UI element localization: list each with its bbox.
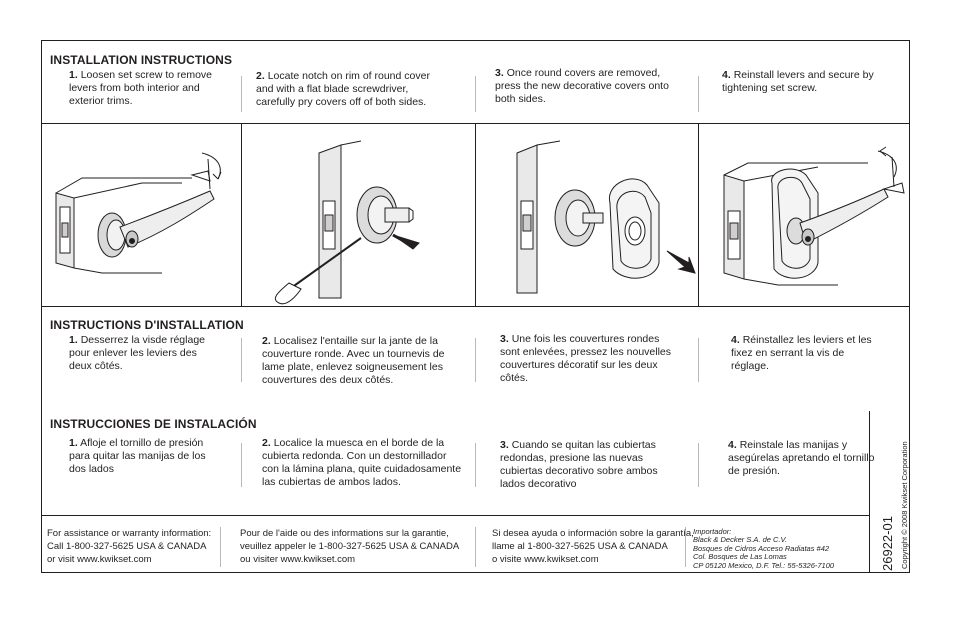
divider-line [42,306,909,307]
section-title-spanish: INSTRUCCIONES DE INSTALACIÓN [50,417,257,431]
step-1-spanish: 1. Afloje el tornillo de presión para qu… [69,437,206,475]
step-3-english: 3. Once round covers are removed, press … [495,67,669,105]
step-2-spanish: 2. Localice la muesca en el borde de la … [262,437,462,488]
importer-info: Importador: Black & Decker S.A. de C.V. … [693,527,835,570]
panel-divider [698,123,699,306]
step-1-english: 1. Loosen set screw to remove levers fro… [69,69,212,107]
press-cover-illustration [475,123,698,306]
pry-cover-illustration [241,123,475,306]
instruction-sheet: INSTALLATION INSTRUCTIONS 1. Loosen set … [41,40,910,573]
section-title-french: INSTRUCTIONS D'INSTALLATION [50,318,244,332]
step-divider [698,338,699,382]
panel-divider [475,123,476,306]
step-divider [475,76,476,112]
step-divider [241,76,242,112]
side-divider [869,411,870,573]
reinstall-lever-illustration [698,123,911,306]
footer-divider-line [42,515,869,516]
panel-divider [241,123,242,306]
step-divider [475,443,476,487]
step-divider [241,443,242,487]
step-4-french: 4. Réinstallez les leviers et les fixez … [731,334,872,372]
footer-french: Pour de l'aide ou des informations sur l… [240,528,460,565]
footer-english: For assistance or warranty information: … [47,528,212,565]
document-number: 26922-01 [880,516,895,571]
footer-divider [220,527,221,567]
step-3-french: 3. Une fois les couvertures rondes sont … [500,333,672,384]
section-title-english: INSTALLATION INSTRUCTIONS [50,53,233,67]
step-divider [698,443,699,487]
footer-spanish: Si desea ayuda o información sobre la ga… [492,528,694,565]
step-3-spanish: 3. Cuando se quitan las cubiertas redond… [500,439,658,490]
step-1-french: 1. Desserrez la visde réglage pour enlev… [69,334,205,372]
step-divider [698,76,699,112]
remove-lever-illustration [42,123,241,306]
step-divider [241,338,242,382]
step-2-english: 2. Locate notch on rim of round cover an… [256,70,430,108]
footer-divider [685,527,686,567]
footer-divider [475,527,476,567]
step-4-english: 4. Reinstall levers and secure by tighte… [722,69,874,94]
copyright-notice: Copyright © 2008 Kwikset Corporation [900,441,909,569]
step-divider [475,338,476,382]
step-2-french: 2. Localisez l'entaille sur la jante de … [262,335,445,386]
step-4-spanish: 4. Reinstale las manijas y asegúrelas ap… [728,439,875,477]
